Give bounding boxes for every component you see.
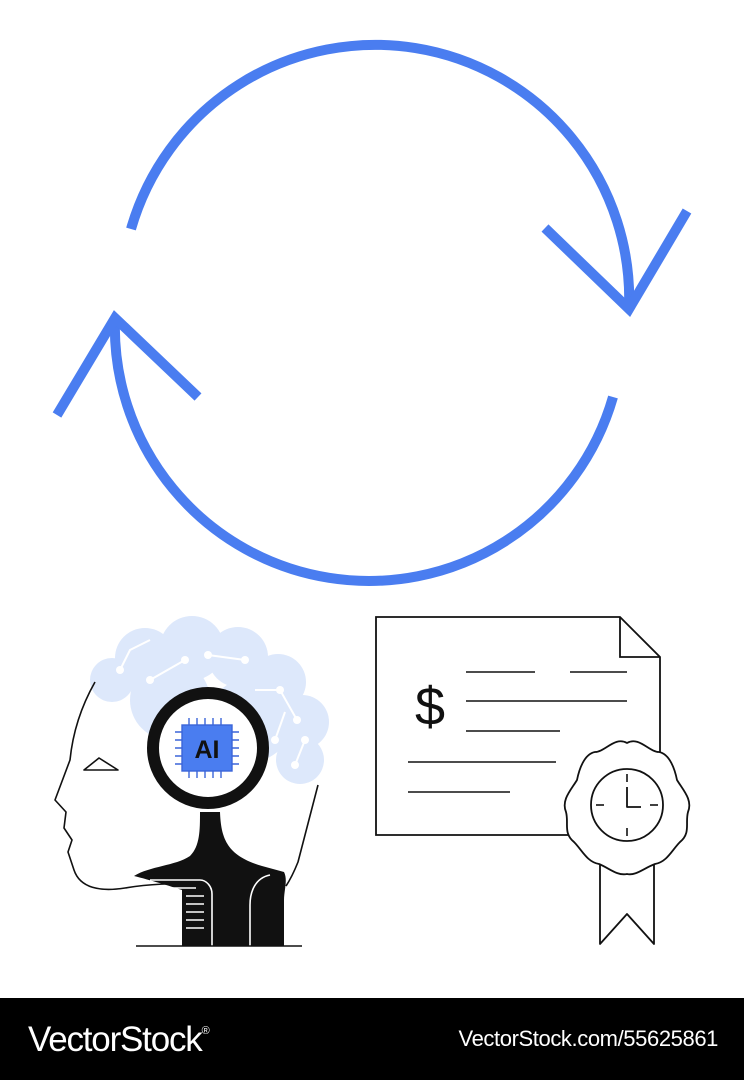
brain-nodes: [116, 651, 309, 769]
lower-arrowhead: [52, 310, 202, 418]
illustration-canvas: AI $: [52, 39, 692, 947]
award-seal-icon: [563, 740, 691, 945]
certificate-fold: [619, 617, 660, 658]
ai-head-icon: AI: [54, 616, 329, 947]
upper-arrowhead: [541, 208, 692, 317]
watermark-bar: VectorStock® VectorStock.com/55625861: [0, 998, 744, 1080]
chip-icon: AI: [175, 718, 239, 778]
clock-ticks: [596, 774, 658, 836]
currency-symbol: $: [415, 677, 445, 737]
neck-circuit-lines: [150, 874, 271, 946]
neck: [134, 812, 286, 946]
lower-arc: [109, 317, 618, 586]
chip-label: AI: [195, 736, 220, 764]
refresh-cycle-icon: [52, 39, 692, 586]
head-outline: [54, 681, 319, 891]
brand-logo: VectorStock®: [28, 1019, 210, 1059]
clock-hands: [626, 787, 641, 808]
certificate-text-lines: [408, 671, 627, 793]
upper-arc: [126, 39, 635, 310]
brand-registered-mark: ®: [201, 1024, 210, 1037]
brand-name: VectorStock: [28, 1019, 203, 1059]
stock-image-url: VectorStock.com/55625861: [458, 1026, 719, 1051]
